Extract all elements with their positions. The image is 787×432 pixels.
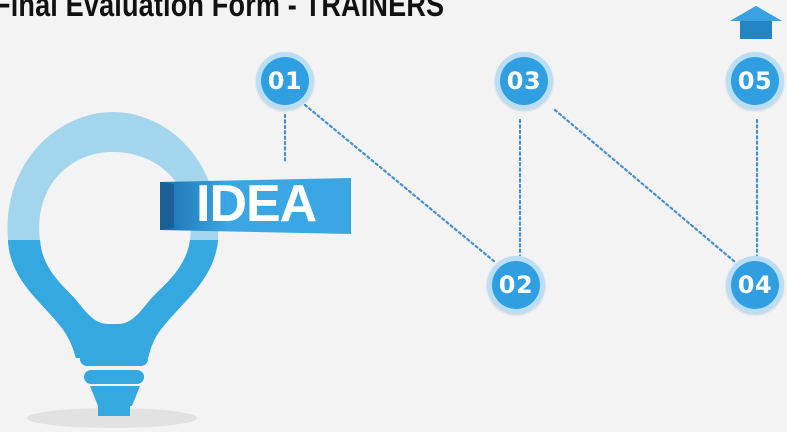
step-03-node[interactable]: 03 bbox=[495, 52, 553, 110]
page-title: Final Evaluation Form - TRAINERS bbox=[0, 0, 445, 23]
home-icon[interactable] bbox=[728, 4, 784, 40]
step-02-label: 02 bbox=[498, 271, 534, 299]
step-04-label: 04 bbox=[737, 271, 773, 299]
step-04-node[interactable]: 04 bbox=[726, 256, 784, 314]
connector-01-02 bbox=[303, 103, 497, 264]
step-03-label: 03 bbox=[506, 67, 542, 95]
idea-banner bbox=[160, 178, 351, 234]
step-02-node[interactable]: 02 bbox=[487, 256, 545, 314]
step-01-label: 01 bbox=[267, 67, 303, 95]
connector-03-04 bbox=[553, 108, 737, 264]
step-05-node[interactable]: 05 bbox=[726, 52, 784, 110]
idea-label: IDEA bbox=[196, 175, 317, 233]
step-01-node[interactable]: 01 bbox=[256, 52, 314, 110]
lightbulb-icon bbox=[7, 112, 219, 428]
step-05-label: 05 bbox=[737, 67, 773, 95]
